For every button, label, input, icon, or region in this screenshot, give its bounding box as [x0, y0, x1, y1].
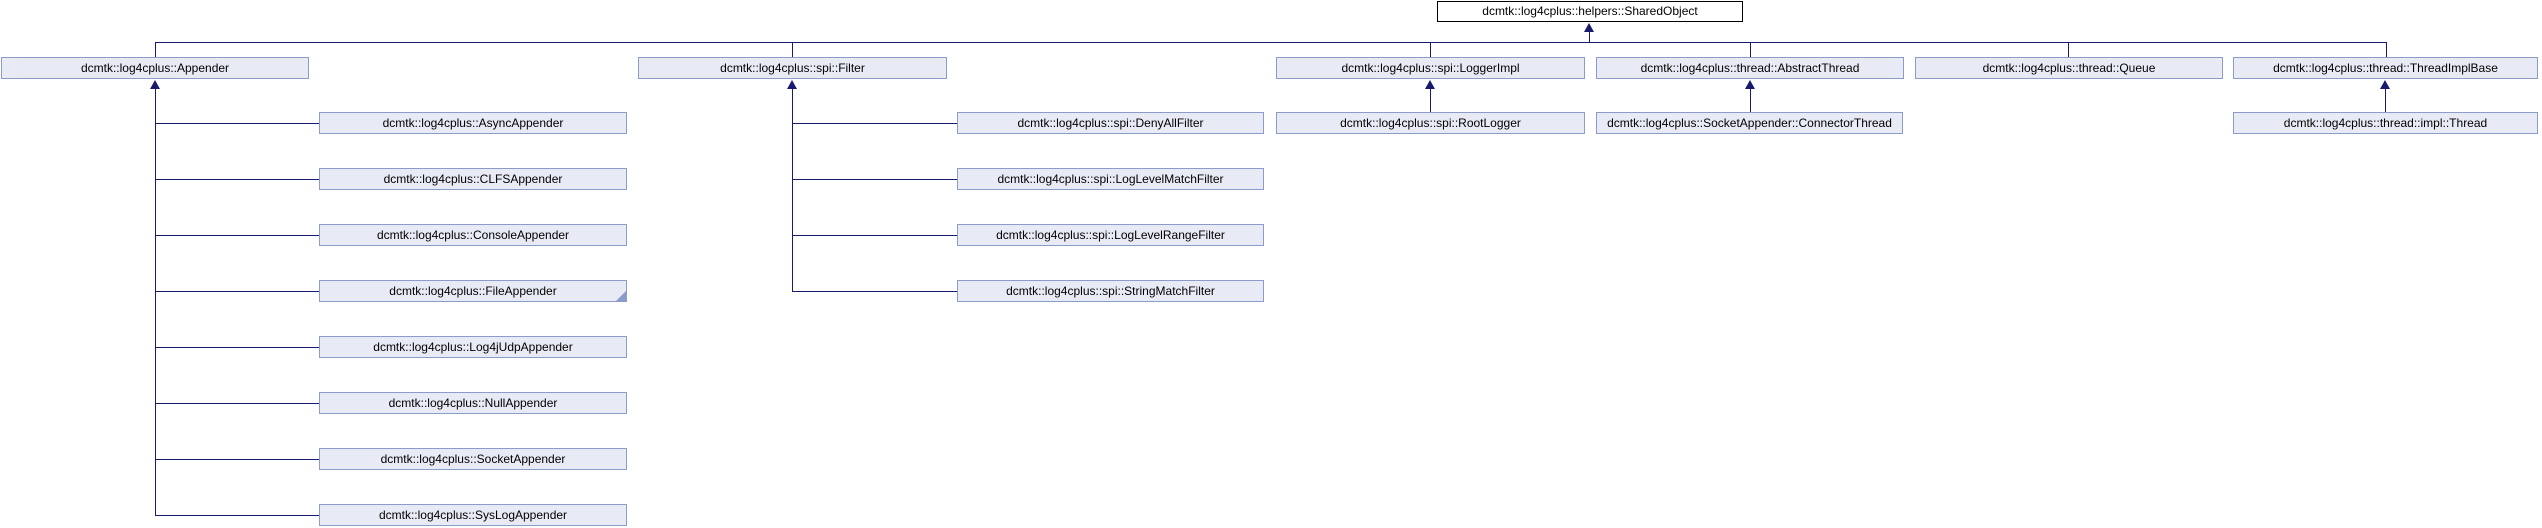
edge-link-impl-thread	[2385, 88, 2386, 112]
node-shared-object[interactable]: dcmtk::log4cplus::helpers::SharedObject	[1437, 1, 1743, 22]
edge-stub-queue	[2068, 42, 2069, 57]
edge-branch-loglevelmatch-filter	[792, 179, 957, 180]
node-thread-impl-base[interactable]: dcmtk::log4cplus::thread::ThreadImplBase	[2233, 57, 2538, 79]
edge-branch-loglevelrange-filter	[792, 235, 957, 236]
edge-link-connector-thread	[1750, 88, 1751, 112]
edge-branch-null-appender	[155, 403, 319, 404]
node-loglevelmatch-filter[interactable]: dcmtk::log4cplus::spi::LogLevelMatchFilt…	[957, 168, 1264, 190]
node-null-appender[interactable]: dcmtk::log4cplus::NullAppender	[319, 392, 627, 414]
edge-bus	[155, 42, 2387, 43]
node-syslog-appender[interactable]: dcmtk::log4cplus::SysLogAppender	[319, 504, 627, 526]
node-async-appender[interactable]: dcmtk::log4cplus::AsyncAppender	[319, 112, 627, 134]
arrowhead-to-shared-object	[1584, 23, 1594, 32]
edge-branch-file-appender	[155, 291, 319, 292]
edge-stub-appender	[155, 42, 156, 57]
node-stringmatch-filter[interactable]: dcmtk::log4cplus::spi::StringMatchFilter	[957, 280, 1264, 302]
node-filter[interactable]: dcmtk::log4cplus::spi::Filter	[638, 57, 947, 79]
node-appender[interactable]: dcmtk::log4cplus::Appender	[1, 57, 309, 79]
node-file-appender[interactable]: dcmtk::log4cplus::FileAppender	[319, 280, 627, 302]
arrowhead-to-filter	[787, 80, 797, 89]
edge-trunk-filter	[792, 88, 793, 292]
node-root-logger[interactable]: dcmtk::log4cplus::spi::RootLogger	[1276, 112, 1585, 134]
edge-link-root-logger	[1430, 88, 1431, 112]
node-logger-impl[interactable]: dcmtk::log4cplus::spi::LoggerImpl	[1276, 57, 1585, 79]
node-queue[interactable]: dcmtk::log4cplus::thread::Queue	[1915, 57, 2223, 79]
edge-branch-log4judp-appender	[155, 347, 319, 348]
edge-branch-syslog-appender	[155, 515, 319, 516]
edge-stub-logger-impl	[1430, 42, 1431, 57]
edge-branch-stringmatch-filter	[792, 291, 957, 292]
arrowhead-to-logger-impl	[1425, 80, 1435, 89]
edge-branch-denyall-filter	[792, 123, 957, 124]
arrowhead-to-appender	[150, 80, 160, 89]
node-impl-thread[interactable]: dcmtk::log4cplus::thread::impl::Thread	[2233, 112, 2538, 134]
edge-root-stem	[1589, 31, 1590, 43]
node-abstract-thread[interactable]: dcmtk::log4cplus::thread::AbstractThread	[1596, 57, 1904, 79]
node-loglevelrange-filter[interactable]: dcmtk::log4cplus::spi::LogLevelRangeFilt…	[957, 224, 1264, 246]
arrowhead-to-thread-impl-base	[2380, 80, 2390, 89]
edge-branch-clfs-appender	[155, 179, 319, 180]
edge-branch-socket-appender	[155, 459, 319, 460]
arrowhead-to-abstract-thread	[1745, 80, 1755, 89]
node-console-appender[interactable]: dcmtk::log4cplus::ConsoleAppender	[319, 224, 627, 246]
edge-trunk-appender	[155, 88, 156, 516]
edge-branch-console-appender	[155, 235, 319, 236]
node-log4judp-appender[interactable]: dcmtk::log4cplus::Log4jUdpAppender	[319, 336, 627, 358]
truncation-corner-icon	[616, 291, 626, 301]
node-connector-thread[interactable]: dcmtk::log4cplus::SocketAppender::Connec…	[1596, 112, 1903, 134]
edge-branch-async-appender	[155, 123, 319, 124]
edge-stub-thread-impl-base	[2386, 42, 2387, 57]
node-clfs-appender[interactable]: dcmtk::log4cplus::CLFSAppender	[319, 168, 627, 190]
file-appender-label: dcmtk::log4cplus::FileAppender	[389, 284, 557, 298]
node-socket-appender[interactable]: dcmtk::log4cplus::SocketAppender	[319, 448, 627, 470]
edge-stub-filter	[792, 42, 793, 57]
edge-stub-abstract-thread	[1750, 42, 1751, 57]
node-denyall-filter[interactable]: dcmtk::log4cplus::spi::DenyAllFilter	[957, 112, 1264, 134]
